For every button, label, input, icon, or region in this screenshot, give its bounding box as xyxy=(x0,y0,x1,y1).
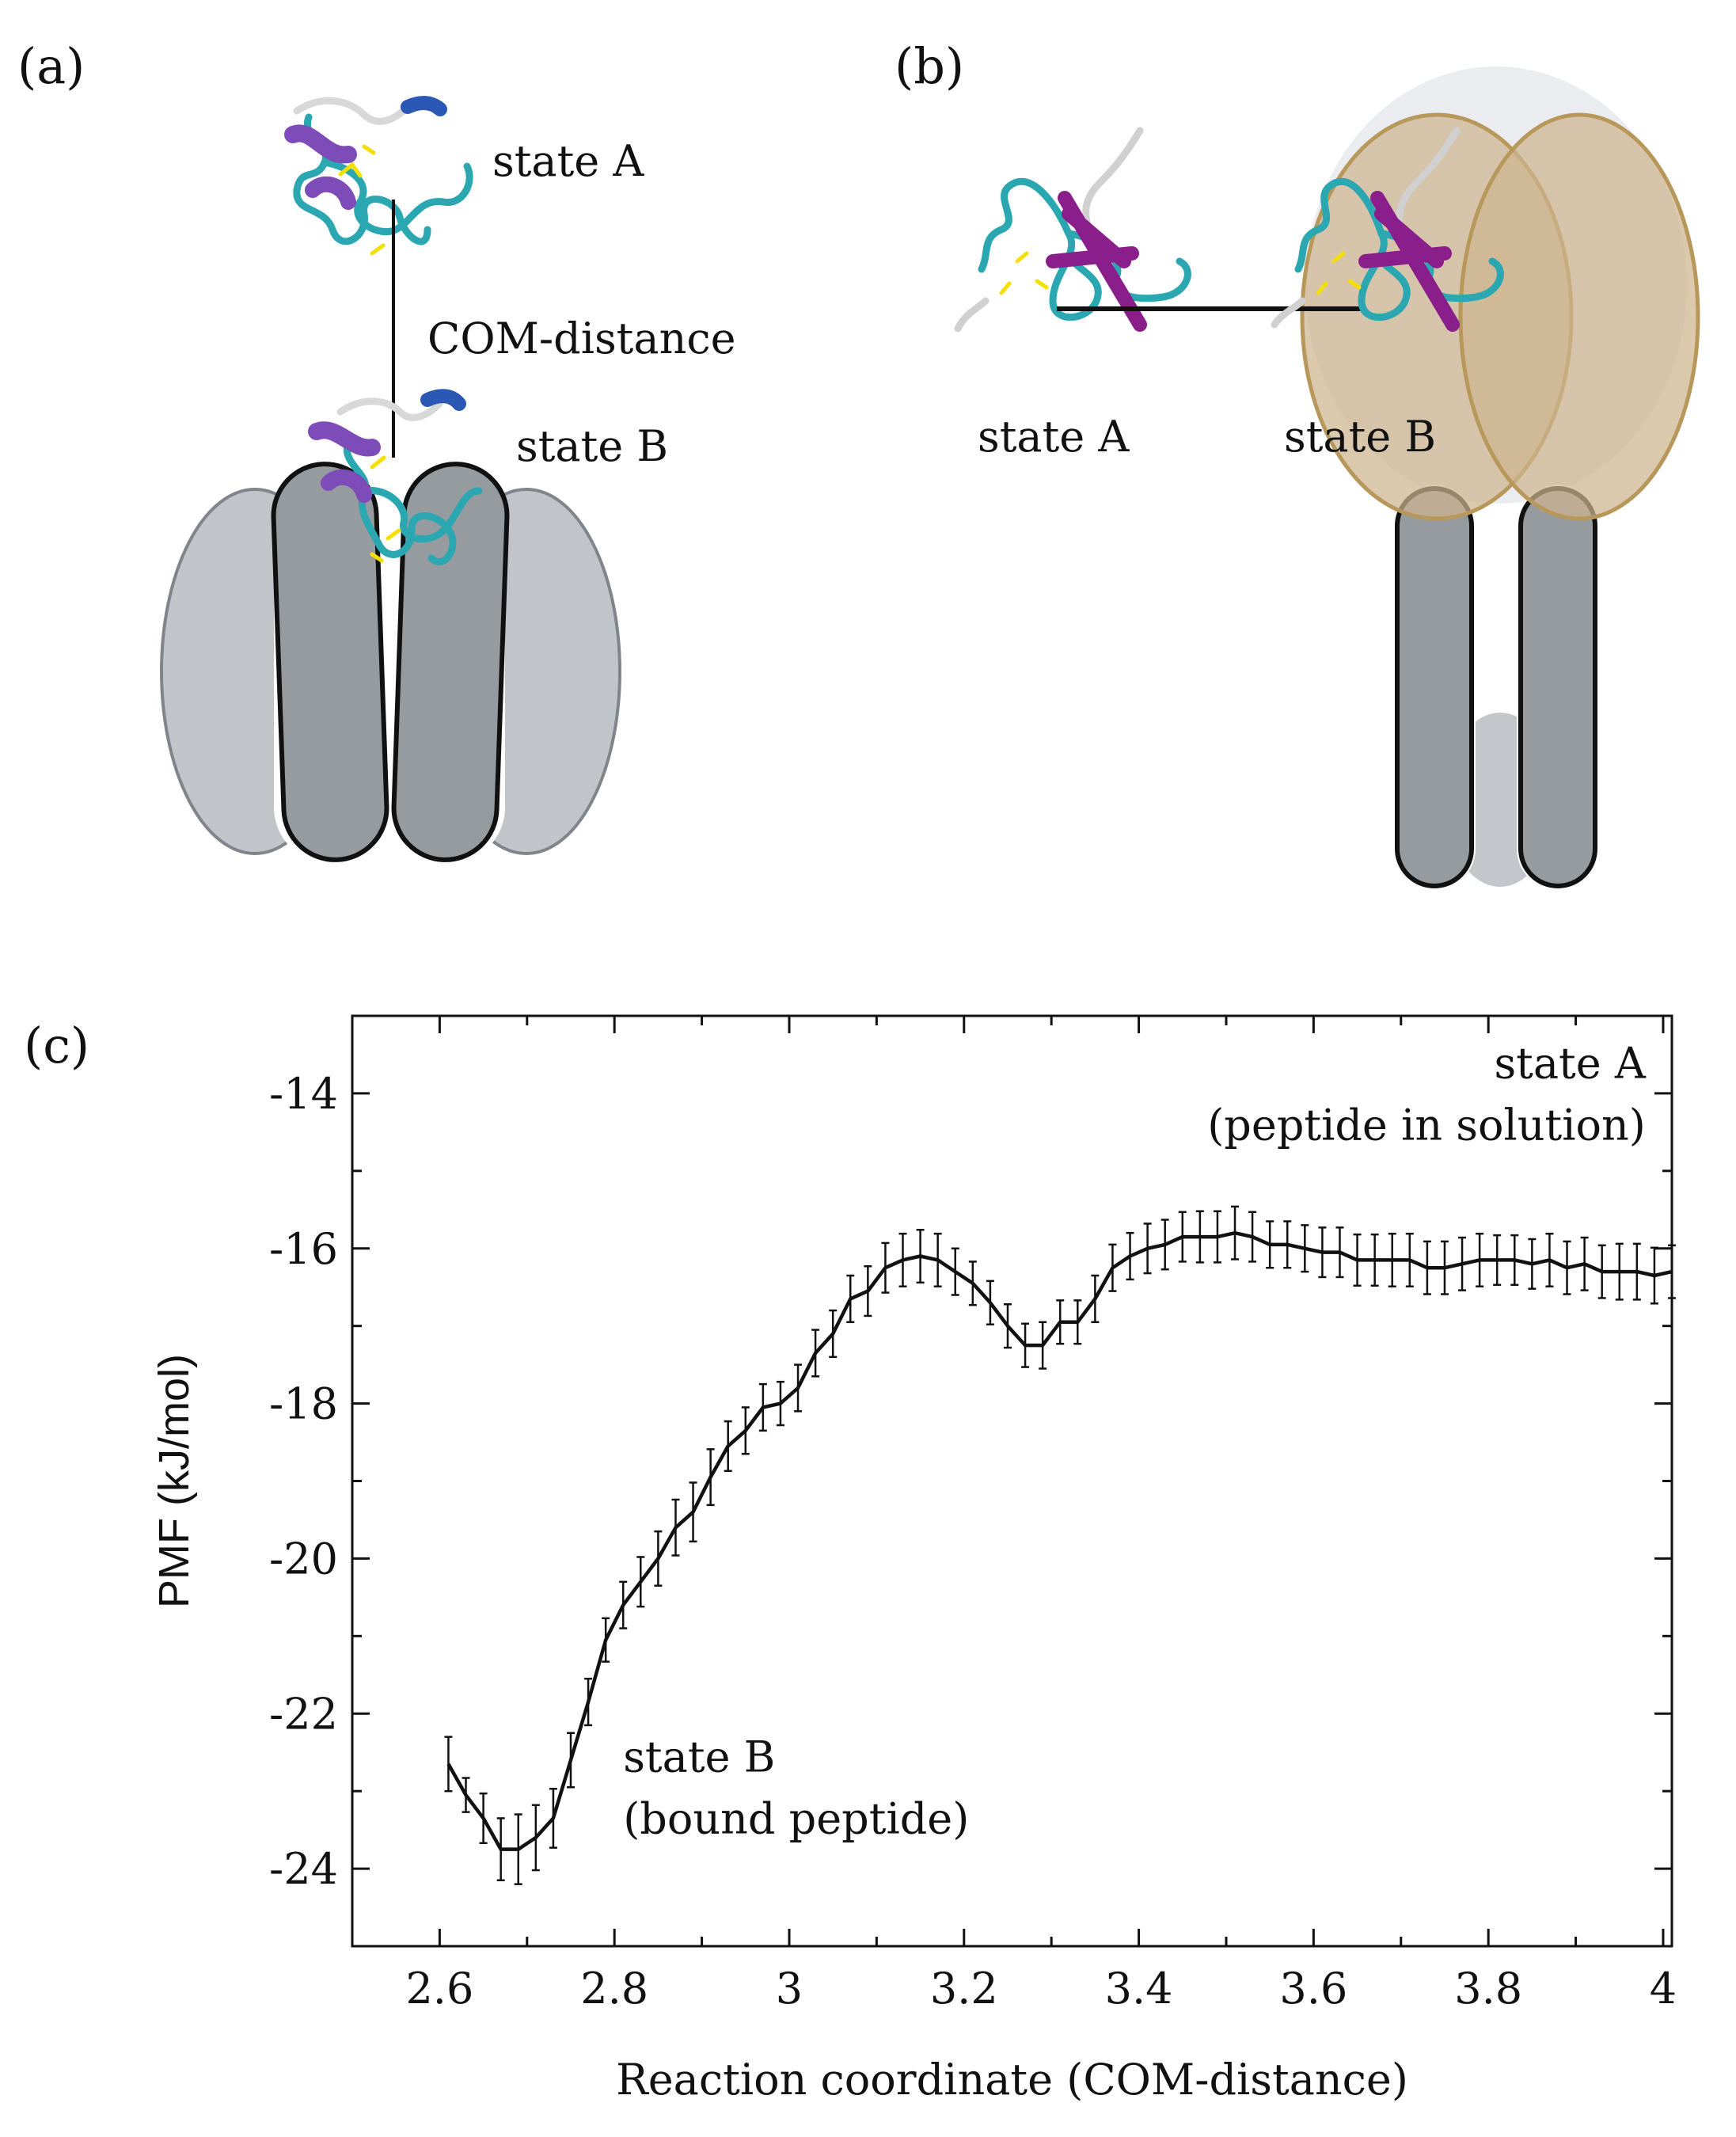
x-tick-label: 3.8 xyxy=(1454,1964,1522,2013)
y-tick-label: -18 xyxy=(269,1379,338,1429)
panel-c: (c) -24 -22 -20 -18 -16 -14 2.6 2.8 3 3.2 3.4 3.6 3… xyxy=(24,1014,1677,2105)
y-axis-label: PMF (kJ/mol) xyxy=(150,1354,198,1608)
annotation-line: state A xyxy=(1494,1038,1646,1088)
peptide-b-state-a xyxy=(954,127,1191,333)
channel-b-subunit-left xyxy=(1395,486,1474,888)
y-tick-label: -24 xyxy=(269,1844,338,1894)
ligand-binding-domain-right xyxy=(1458,112,1700,521)
y-tick-label: -14 xyxy=(269,1069,338,1119)
y-axis-ticks: -24 -22 -20 -18 -16 -14 xyxy=(269,1014,1672,1948)
panel-c-label: (c) xyxy=(24,1017,89,1074)
channel-subunit-right xyxy=(391,462,510,862)
channel-b-subunit-right xyxy=(1518,486,1597,888)
channel-a-illustration xyxy=(160,459,621,863)
y-tick-label: -22 xyxy=(269,1689,338,1739)
panel-b-label: (b) xyxy=(895,37,964,95)
panel-a: (a) state A COM-distance xyxy=(17,37,736,863)
peptide-a-state-a xyxy=(284,96,473,256)
annotation-line: (peptide in solution) xyxy=(1207,1100,1646,1150)
panel-b-state-b-label: state B xyxy=(1284,412,1436,462)
y-tick-label: -20 xyxy=(269,1534,338,1584)
y-tick-label: -16 xyxy=(269,1224,338,1274)
error-bars xyxy=(444,1205,1676,1885)
panel-a-state-b-label: state B xyxy=(516,421,668,471)
channel-subunit-left xyxy=(271,462,389,862)
x-tick-label: 3.2 xyxy=(930,1964,998,2013)
x-axis-ticks: 2.6 2.8 3 3.2 3.4 3.6 3.8 4 xyxy=(351,1016,1677,2013)
com-distance-label: COM-distance xyxy=(427,314,736,363)
x-tick-label: 2.6 xyxy=(405,1964,473,2013)
x-tick-label: 4 xyxy=(1650,1964,1677,2013)
x-tick-label: 2.8 xyxy=(580,1964,648,2013)
x-tick-label: 3 xyxy=(776,1964,803,2013)
panel-b: (b) state A state xyxy=(895,37,1700,890)
peptide-b-state-b xyxy=(1271,127,1504,332)
panel-b-state-a-label: state A xyxy=(978,412,1130,462)
x-tick-label: 3.4 xyxy=(1105,1964,1173,2013)
x-tick-label: 3.6 xyxy=(1279,1964,1347,2013)
panel-a-state-a-label: state A xyxy=(492,136,644,186)
channel-b-illustration xyxy=(1299,60,1700,890)
plot-frame xyxy=(351,1014,1673,1948)
panel-a-label: (a) xyxy=(17,37,85,95)
annotation-line: state B xyxy=(623,1732,775,1782)
peptide-a-state-b xyxy=(308,389,483,565)
chart-annotations: state A (peptide in solution) state B (boun… xyxy=(623,1038,1647,1843)
annotation-line: (bound peptide) xyxy=(623,1794,969,1844)
x-axis-label: Reaction coordinate (COM-distance) xyxy=(616,2055,1408,2105)
pmf-series-line xyxy=(446,1230,1673,1851)
